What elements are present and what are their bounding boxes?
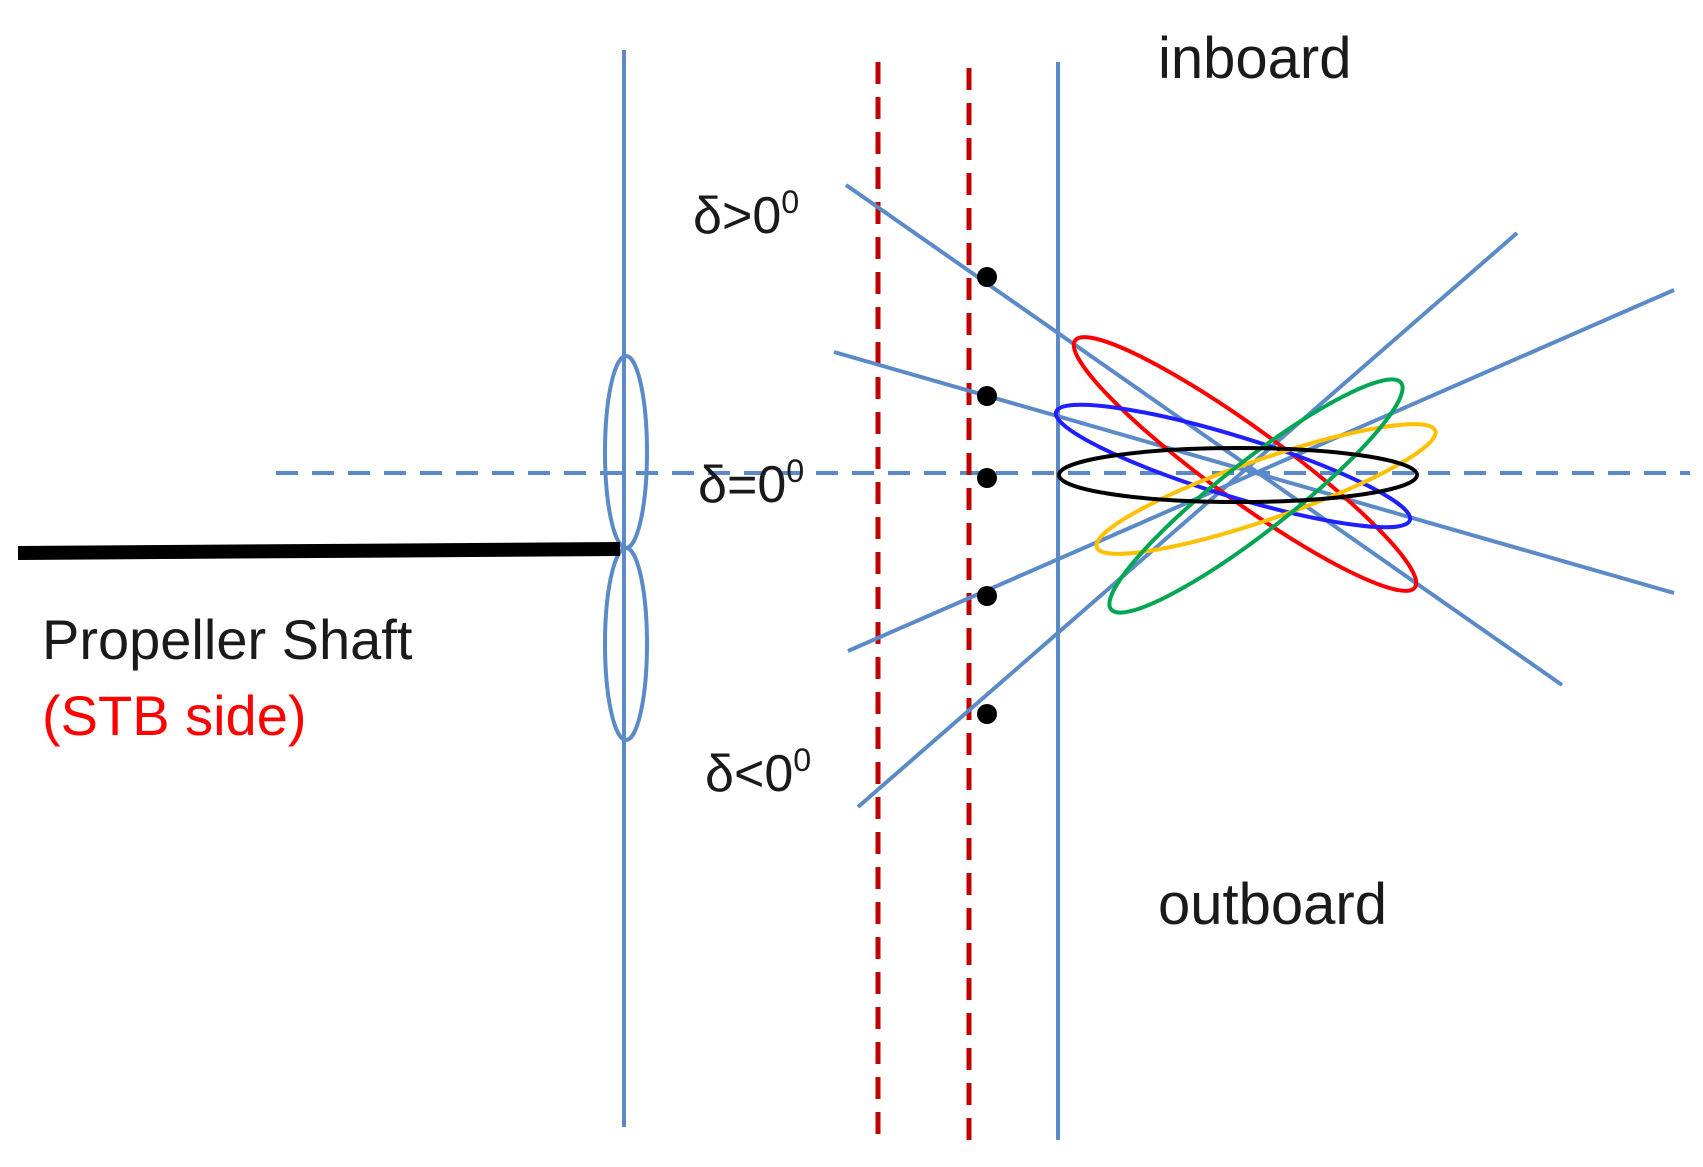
delta-value: 0 [752,186,782,245]
delta-negative-label: δ<00 [705,744,811,800]
rudder-profile-blue [1053,402,1413,530]
pivot-dots [977,267,997,724]
delta-value: 0 [757,455,787,514]
delta-superscript: 0 [781,184,800,220]
dot-icon [977,386,997,406]
outboard-label: outboard [1158,872,1387,937]
delta-relation: = [726,455,758,514]
propeller-shaft-label: Propeller Shaft [42,608,413,671]
propeller-shaft-line [17,542,621,560]
delta-symbol: δ [705,744,734,803]
angle-line-negative-large [856,231,1519,809]
delta-relation: < [733,744,765,803]
rudder-profile-black [1057,446,1419,504]
delta-zero-label: δ=00 [698,455,804,511]
propeller-blade-lower-icon [603,546,649,742]
dot-icon [977,267,997,287]
angle-line-positive-large [844,183,1564,687]
stb-side-label: (STB side) [42,684,307,747]
delta-superscript: 0 [786,453,805,489]
rudder-profiles [1053,335,1438,615]
angle-line-negative-small [847,288,1675,653]
delta-superscript: 0 [793,742,812,778]
delta-symbol: δ [698,455,727,514]
angle-lines [833,183,1675,809]
dot-icon [977,468,997,488]
rudder-profile-green [1107,377,1405,615]
delta-relation: > [721,186,753,245]
delta-positive-label: δ>00 [693,186,799,242]
rudder-profile-yellow [1094,422,1438,556]
dot-icon [977,586,997,606]
delta-value: 0 [764,744,794,803]
inboard-label: inboard [1158,26,1352,91]
delta-symbol: δ [693,186,722,245]
dot-icon [977,704,997,724]
